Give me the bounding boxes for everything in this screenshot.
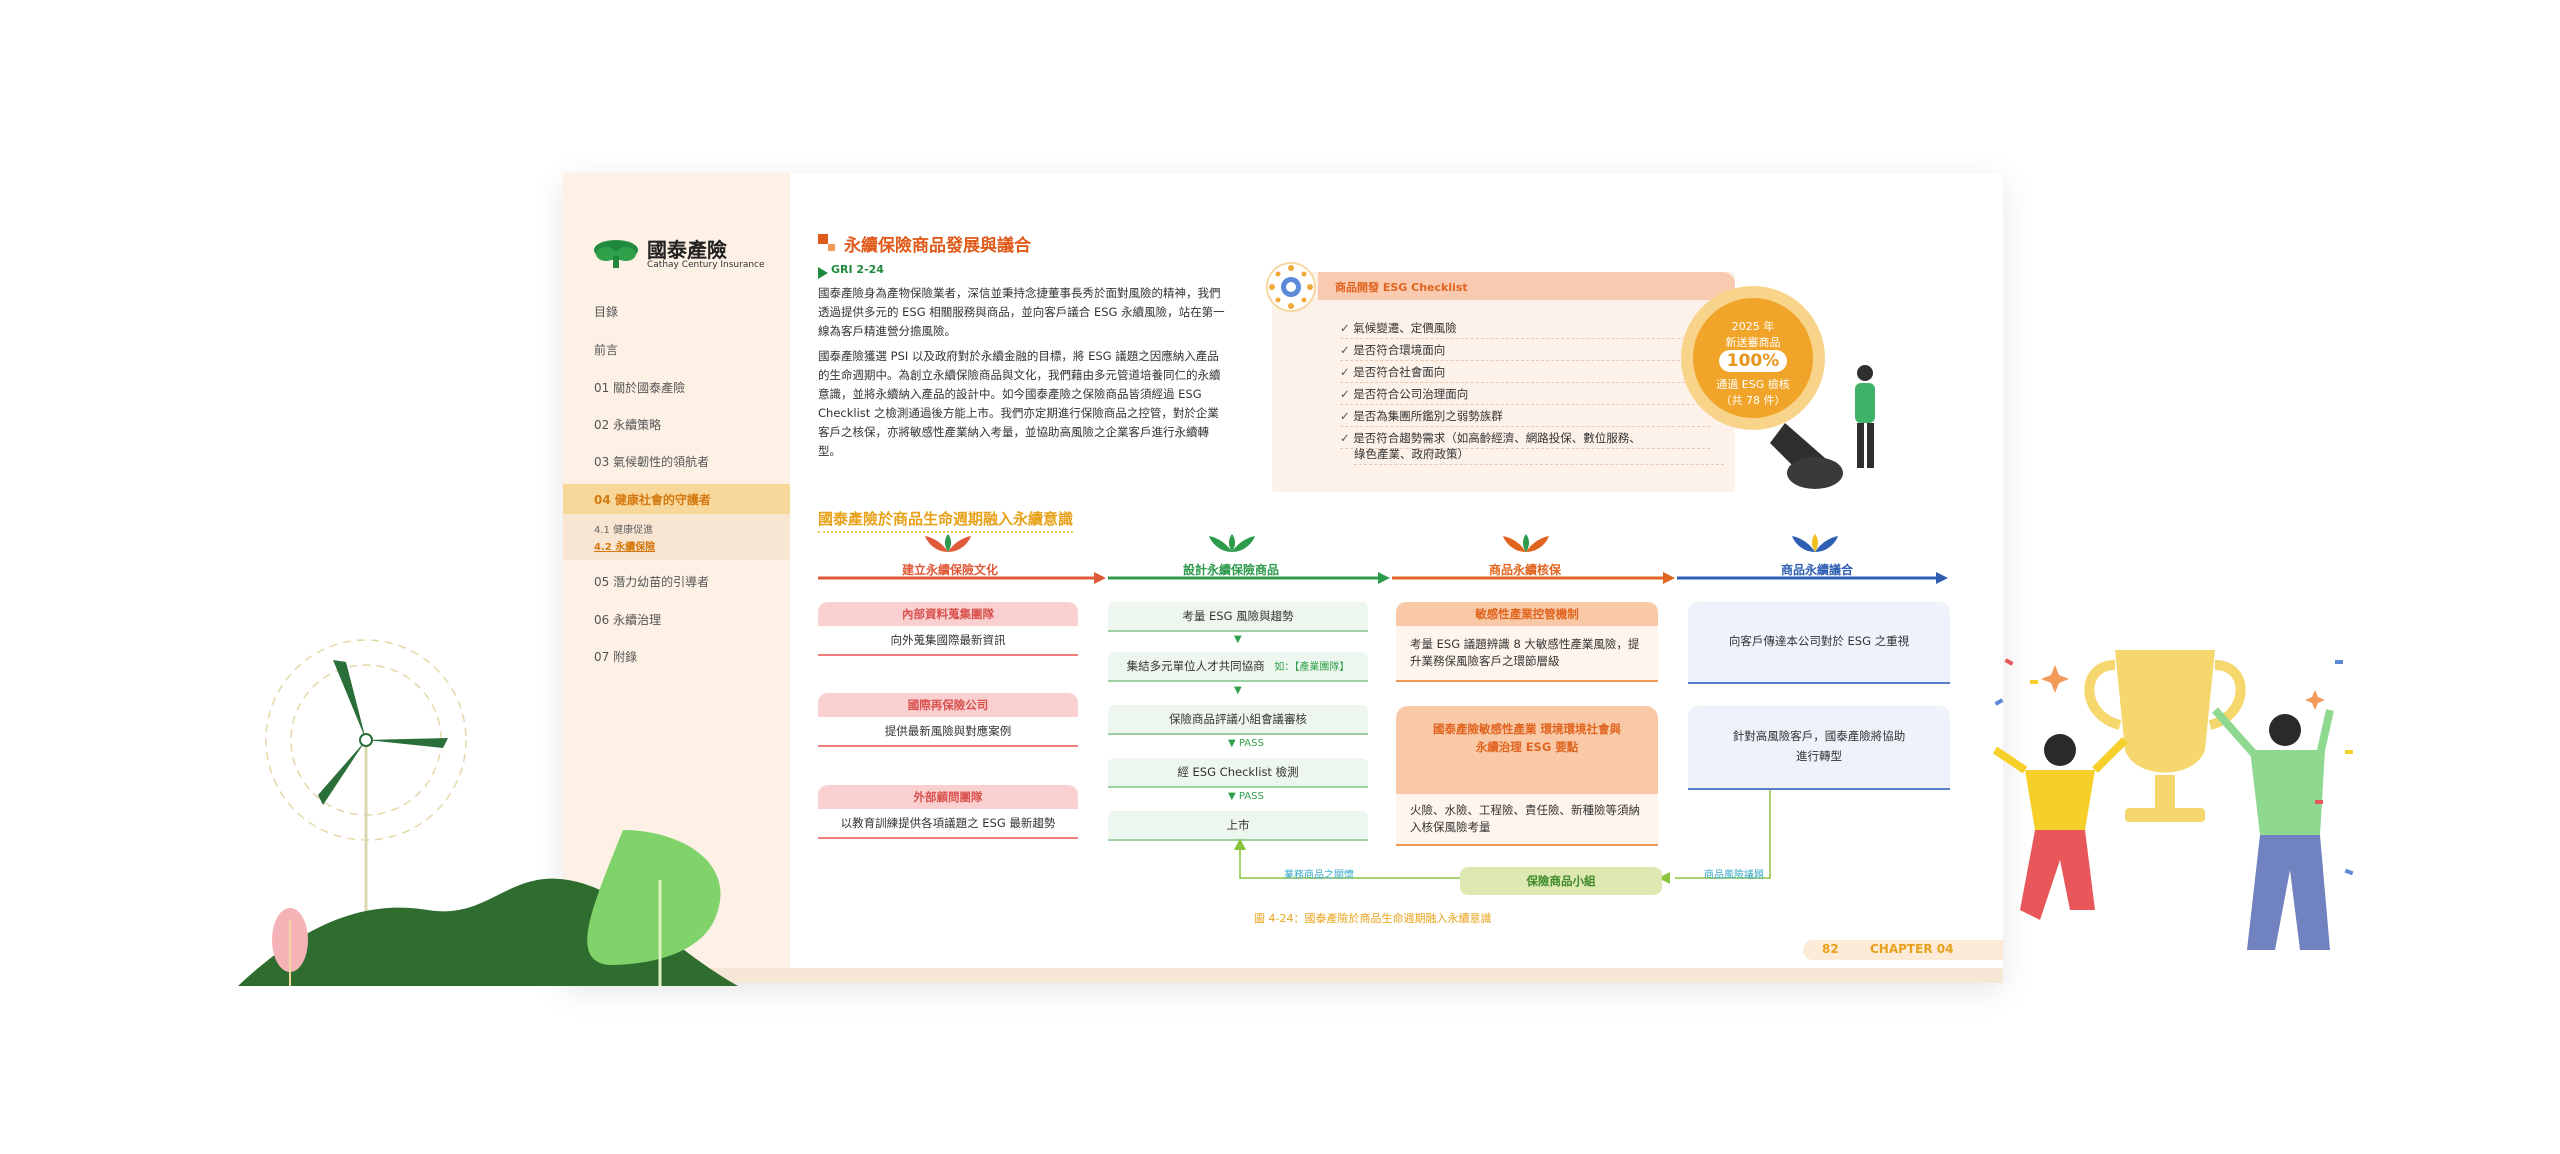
culture-head-internal: 內部資料蒐集團隊 bbox=[818, 602, 1078, 626]
stage-title-engagement: 商品永續議合 bbox=[1780, 563, 1853, 577]
checklist-item: ✓ 氣候變遷、定價風險 bbox=[1340, 320, 1710, 339]
check-icon: ✓ bbox=[1340, 321, 1354, 335]
design-step-risk: 考量 ESG 風險與趨勢 bbox=[1108, 602, 1368, 632]
nav-chapter-05[interactable]: 05 潛力幼苗的引導者 bbox=[594, 575, 710, 589]
play-icon bbox=[818, 264, 828, 283]
nav-sub-sustainable-insurance[interactable]: 4.2 永續保險 bbox=[594, 542, 656, 553]
tree-logo-icon bbox=[594, 240, 638, 268]
checklist-header-bar bbox=[1318, 272, 1735, 300]
nav-sub-health[interactable]: 4.1 健康促進 bbox=[594, 525, 654, 536]
checklist-item: ✓ 是否為集團所鑑別之弱勢族群 bbox=[1340, 408, 1710, 427]
nav-sub-background bbox=[563, 514, 790, 560]
leaf-icon-green bbox=[1209, 534, 1255, 558]
pass-label-2: ▼ PASS bbox=[1228, 791, 1264, 802]
down-arrow-icon: ▼ bbox=[1234, 634, 1242, 645]
culture-body-reinsurer: 提供最新風險與對應案例 bbox=[818, 717, 1078, 747]
left-loop-label: 業務商品之關懷 bbox=[1284, 870, 1354, 881]
intro-paragraph-2: 國泰產險獲選 PSI 以及政府對於永續金融的目標，將 ESG 議題之因應納入產品… bbox=[818, 349, 1221, 458]
logo[interactable] bbox=[592, 236, 640, 274]
stage-arrow-line bbox=[818, 570, 1948, 590]
design-step-review: 保險商品評議小組會議審核 bbox=[1108, 705, 1368, 735]
design-step-collab-tag: 如：【產業團隊】 bbox=[1274, 662, 1350, 673]
logo-subtitle: Cathay Century Insurance bbox=[647, 260, 765, 270]
gri-code: GRI 2-24 bbox=[831, 263, 884, 276]
nav-chapter-02[interactable]: 02 永續策略 bbox=[594, 418, 662, 432]
culture-body-internal: 向外蒐集國際最新資訊 bbox=[818, 626, 1078, 656]
section-marker-icon bbox=[818, 234, 836, 256]
pass-text: PASS bbox=[1238, 738, 1264, 749]
checklist-title: 商品開發 ESG Checklist bbox=[1335, 281, 1468, 294]
checklist-item: 綠色產業、政府政策） bbox=[1354, 446, 1724, 465]
chapter-label: CHAPTER 04 bbox=[1870, 942, 1954, 956]
leaf-icon-blue bbox=[1792, 534, 1838, 558]
pass-label-1: ▼ PASS bbox=[1228, 738, 1264, 749]
engagement-box-transition: 針對高風險客戶，國泰產險將協助進行轉型 bbox=[1688, 706, 1950, 790]
stage-title-culture: 建立永續保險文化 bbox=[901, 563, 998, 577]
intro-paragraph-1: 國泰產險身為產物保險業者，深信並秉持念捷董事長秀於面對風險的精神，我們透過提供多… bbox=[818, 286, 1225, 338]
checklist-item-label: 是否符合環境面向 bbox=[1353, 343, 1446, 357]
badge-count: （共 78 件） bbox=[1720, 394, 1786, 407]
check-icon: ✓ bbox=[1340, 343, 1354, 357]
badge-new-products: 新送審商品 bbox=[1725, 336, 1781, 349]
nav-chapter-04[interactable]: 04 健康社會的守護者 bbox=[594, 493, 711, 507]
nav-chapter-07[interactable]: 07 附錄 bbox=[594, 650, 638, 664]
checklist-item-label: 是否符合社會面向 bbox=[1353, 365, 1446, 379]
culture-head-consultant: 外部顧問團隊 bbox=[818, 785, 1078, 809]
checklist-item-label: 是否符合趨勢需求（如高齡經濟、網路投保、數位服務、 bbox=[1353, 431, 1641, 445]
nav-active-highlight bbox=[563, 484, 790, 514]
nav-contents[interactable]: 目錄 bbox=[594, 305, 619, 319]
section-title: 永續保險商品發展與議合 bbox=[844, 236, 1031, 256]
design-step-collab: 集結多元單位人才共同協商 如：【產業團隊】 bbox=[1108, 652, 1368, 682]
checklist-item-label: 氣候變遷、定價風險 bbox=[1353, 321, 1457, 335]
underwriting-head-esg: 國泰產險敏感性產業 環境環境社會與 永續治理 ESG 要點 bbox=[1396, 706, 1658, 794]
footer-bar bbox=[1803, 940, 2003, 960]
underwriting-body-esg: 火險、水險、工程險、責任險、新種險等須納入核保風險考量 bbox=[1396, 794, 1658, 846]
page-bottom-band bbox=[563, 968, 2003, 983]
stage-title-underwriting: 商品永續核保 bbox=[1488, 563, 1561, 577]
leaf-icon-orange bbox=[1503, 534, 1549, 558]
product-group-box: 保險商品小組 bbox=[1460, 867, 1662, 895]
check-icon: ✓ bbox=[1340, 387, 1354, 401]
lifecycle-subtitle: 國泰產險於商品生命週期融入永續意識 bbox=[818, 508, 1074, 533]
underwriting-head-control: 敏感性產業控管機制 bbox=[1396, 602, 1658, 626]
check-icon: ✓ bbox=[1340, 409, 1354, 423]
checklist-item-label: 是否為集團所鑑別之弱勢族群 bbox=[1353, 409, 1503, 423]
checklist-item: ✓ 是否符合環境面向 bbox=[1340, 342, 1710, 361]
nav-chapter-03[interactable]: 03 氣候韌性的領航者 bbox=[594, 455, 710, 469]
trophy-celebration-illustration bbox=[1985, 620, 2365, 994]
checklist-item: ✓ 是否符合趨勢需求（如高齡經濟、網路投保、數位服務、 bbox=[1340, 430, 1710, 449]
pass-text: PASS bbox=[1238, 791, 1264, 802]
badge-year: 2025 年 bbox=[1731, 320, 1775, 333]
checklist-item: ✓ 是否符合公司治理面向 bbox=[1340, 386, 1710, 405]
checklist-item: ✓ 是否符合社會面向 bbox=[1340, 364, 1710, 383]
checklist-item-label: 是否符合公司治理面向 bbox=[1353, 387, 1469, 401]
underwriting-body-control: 考量 ESG 議題辨識 8 大敏感性產業風險，提升業務保風險客戶之環節層級 bbox=[1396, 626, 1658, 682]
windmill-hill-illustration bbox=[238, 620, 758, 990]
badge-percent: 100% bbox=[1719, 350, 1787, 372]
check-icon: ✓ bbox=[1340, 365, 1354, 379]
down-arrow-icon: ▼ bbox=[1234, 685, 1242, 696]
figure-caption: 圖 4-24：國泰產險於商品生命週期融入永續意識 bbox=[1254, 912, 1492, 925]
logo-name: 國泰產險 bbox=[647, 238, 727, 262]
check-icon: ✓ bbox=[1340, 431, 1354, 445]
engagement-box-communicate: 向客戶傳達本公司對於 ESG 之重視 bbox=[1688, 602, 1950, 684]
gear-badge-icon bbox=[1264, 260, 1318, 318]
badge-passed: 通過 ESG 檢核 bbox=[1716, 378, 1790, 391]
leaf-icon-red bbox=[925, 534, 971, 558]
design-step-collab-label: 集結多元單位人才共同協商 bbox=[1126, 659, 1265, 673]
design-step-checklist: 經 ESG Checklist 檢測 bbox=[1108, 758, 1368, 788]
page-number: 82 bbox=[1822, 942, 1839, 956]
culture-body-consultant: 以教育訓練提供各項議題之 ESG 最新趨勢 bbox=[818, 809, 1078, 839]
checklist-item-label: 綠色產業、政府政策） bbox=[1354, 447, 1469, 461]
right-loop-label: 商品風險議題 bbox=[1704, 870, 1764, 881]
nav-preface[interactable]: 前言 bbox=[594, 343, 619, 357]
culture-head-reinsurer: 國際再保險公司 bbox=[818, 693, 1078, 717]
nav-chapter-01[interactable]: 01 關於國泰產險 bbox=[594, 381, 686, 395]
nav-chapter-06[interactable]: 06 永續治理 bbox=[594, 613, 662, 627]
design-step-launch: 上市 bbox=[1108, 811, 1368, 841]
stage-title-design: 設計永續保險商品 bbox=[1182, 563, 1279, 577]
